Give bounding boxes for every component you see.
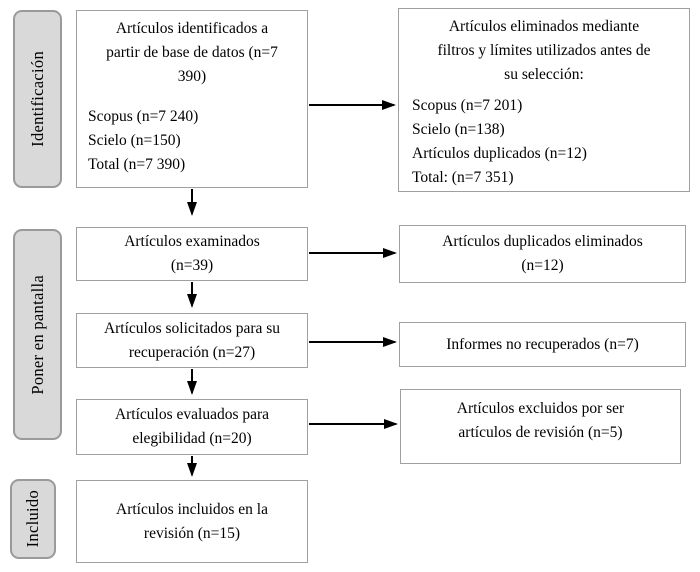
box-duplicates-removed-line: (n=12)	[521, 257, 564, 274]
box-articles-identified-line: partir de base de datos (n=7	[106, 44, 278, 61]
box-articles-excluded-line: Artículos excluidos por ser	[456, 400, 625, 417]
box-articles-retrieval-requested: Artículos solicitados para su recuperaci…	[76, 313, 308, 368]
box-articles-identified-item: Total (n=7 390)	[88, 156, 186, 173]
box-articles-removed-item: Scopus (n=7 201)	[412, 97, 523, 114]
box-articles-included-review-line: Artículos incluidos en la	[116, 500, 268, 518]
box-articles-identified-item: Scielo (n=150)	[88, 132, 181, 149]
box-reports-not-retrieved-line: Informes no recuperados (n=7)	[446, 335, 639, 353]
box-articles-screened: Artículos examinados (n=39)	[76, 227, 308, 281]
box-articles-removed-line: Artículos eliminados mediante	[448, 18, 640, 35]
stage-label-screening-text: Poner en pantalla	[27, 274, 47, 395]
stage-label-included: Incluido	[10, 479, 56, 559]
box-articles-removed-line: filtros y límites utilizados antes de	[437, 42, 651, 59]
box-articles-screened-line: Artículos examinados	[124, 233, 260, 250]
box-articles-included-review-line: revisión (n=15)	[143, 524, 241, 542]
stage-label-identification-text: Identificación	[27, 51, 47, 147]
stage-label-included-text: Incluido	[23, 490, 42, 548]
box-articles-included-review: Artículos incluidos en la revisión (n=15…	[76, 480, 308, 563]
box-articles-removed-item: Scielo (n=138)	[412, 121, 505, 138]
box-reports-not-retrieved: Informes no recuperados (n=7)	[399, 322, 686, 367]
box-articles-removed-line: su selección:	[504, 66, 584, 83]
box-articles-retrieval-requested-line: Artículos solicitados para su	[103, 319, 281, 337]
box-articles-removed-pre-screening: Artículos eliminados mediante filtros y …	[398, 8, 690, 192]
box-articles-screened-line: (n=39)	[170, 257, 214, 274]
box-articles-assessed-eligibility-line: Artículos evaluados para	[114, 406, 270, 423]
stage-label-screening: Poner en pantalla	[13, 229, 62, 440]
stage-label-identification: Identificación	[13, 10, 62, 188]
box-articles-identified-line: 390)	[177, 68, 207, 85]
box-articles-removed-item: Total: (n=7 351)	[412, 169, 514, 186]
box-articles-identified: Artículos identificados a partir de base…	[76, 10, 308, 188]
box-articles-excluded-reviews: Artículos excluidos por ser artículos de…	[400, 389, 681, 464]
box-articles-assessed-eligibility: Artículos evaluados para elegibilidad (n…	[76, 399, 308, 455]
box-articles-assessed-eligibility-line: elegibilidad (n=20)	[132, 430, 252, 447]
box-duplicates-removed-line: Artículos duplicados eliminados	[442, 233, 643, 250]
box-articles-identified-line: Artículos identificados a	[115, 20, 269, 37]
box-duplicates-removed: Artículos duplicados eliminados (n=12)	[399, 225, 686, 283]
box-articles-removed-item: Artículos duplicados (n=12)	[412, 145, 587, 162]
box-articles-excluded-line: artículos de revisión (n=5)	[458, 424, 623, 441]
box-articles-identified-item: Scopus (n=7 240)	[88, 108, 199, 125]
box-articles-retrieval-requested-line: recuperación (n=27)	[128, 343, 256, 361]
